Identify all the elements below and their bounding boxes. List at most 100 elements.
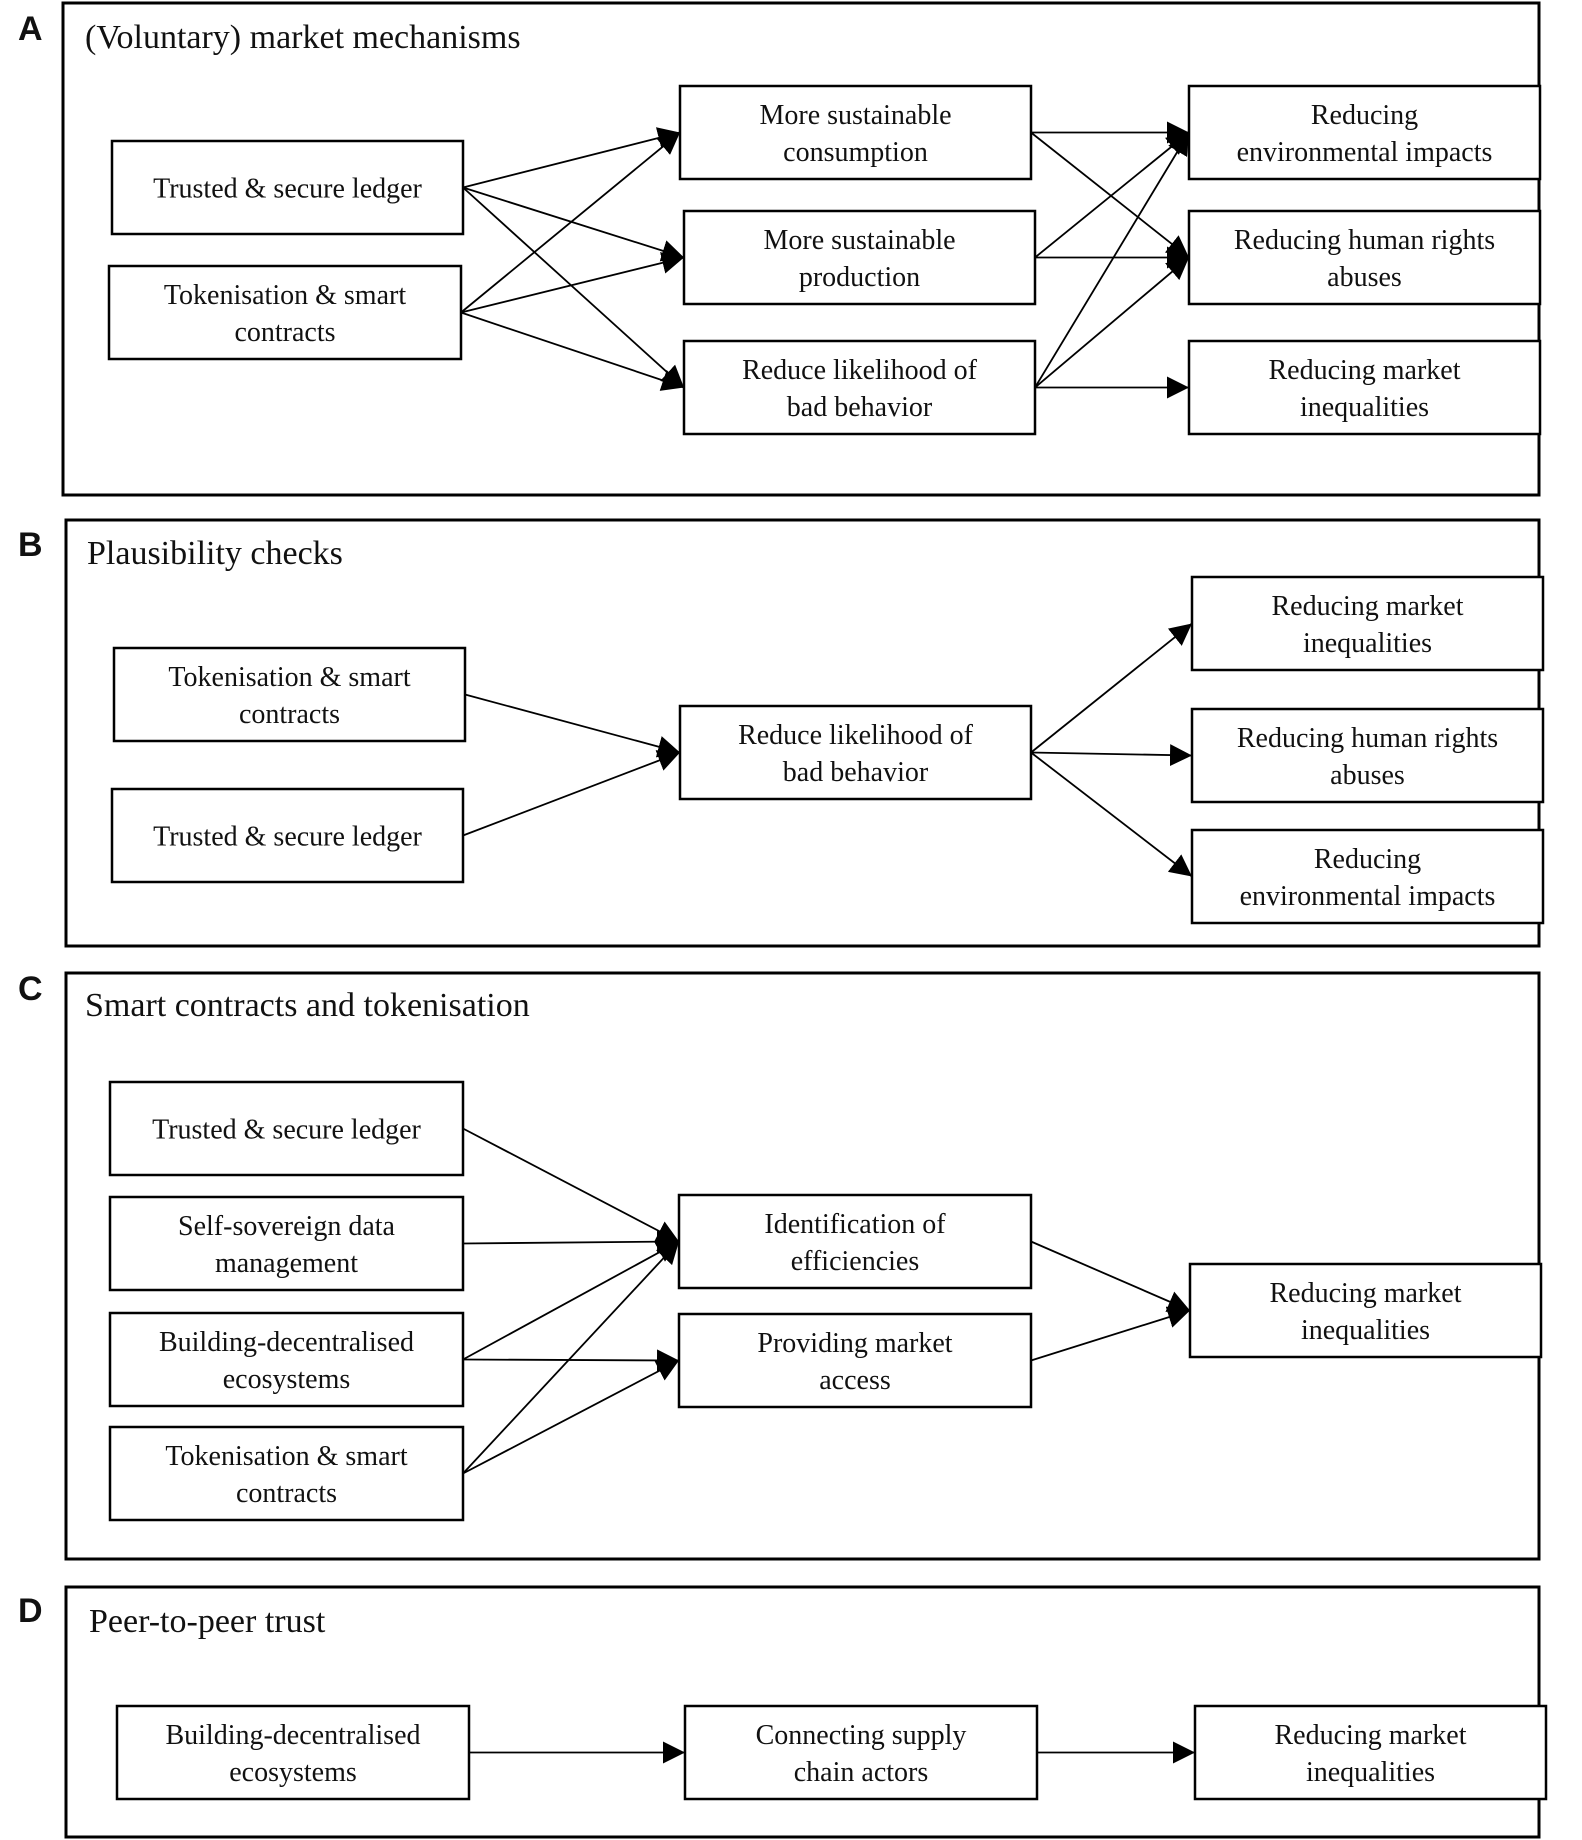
arrow-edge bbox=[462, 1240, 680, 1475]
node-label: Reducing human rights bbox=[1234, 225, 1495, 256]
node-label: consumption bbox=[783, 137, 928, 168]
panel-letter: A bbox=[18, 10, 43, 48]
node-frame bbox=[115, 1704, 471, 1801]
node-label: Self-sovereign data bbox=[178, 1211, 395, 1242]
node-frame bbox=[1190, 707, 1545, 804]
node-label: Trusted & secure ledger bbox=[153, 822, 422, 853]
node-frame bbox=[108, 1311, 465, 1408]
node-label: Reducing market bbox=[1269, 1278, 1461, 1309]
arrow-edge bbox=[462, 186, 685, 389]
node-box: Self-sovereign data management bbox=[108, 1195, 465, 1292]
node-label: bad behavior bbox=[787, 392, 933, 423]
arrow-edge bbox=[462, 1230, 680, 1253]
node-label: access bbox=[819, 1365, 891, 1396]
node-frame bbox=[682, 209, 1037, 306]
node-label: Reduce likelihood of bbox=[742, 355, 978, 386]
node-frame bbox=[110, 787, 465, 884]
arrow-edge bbox=[460, 311, 685, 391]
edges bbox=[462, 1127, 1191, 1475]
node-frame bbox=[108, 1080, 465, 1177]
arrow-edge bbox=[462, 750, 681, 837]
arrow-edge bbox=[464, 693, 681, 758]
node-frame bbox=[1187, 84, 1542, 181]
node-frame bbox=[682, 339, 1037, 436]
arrow-edge bbox=[1030, 1240, 1191, 1312]
node-label: Building-decentralised bbox=[165, 1720, 420, 1751]
node-label: Trusted & secure ledger bbox=[153, 174, 422, 205]
arrow-edge bbox=[1034, 131, 1190, 259]
node-box: Trusted & secure ledger bbox=[108, 1080, 465, 1177]
arrow-edge bbox=[1030, 744, 1193, 767]
panel-title: Peer-to-peer trust bbox=[89, 1603, 326, 1640]
node-box: Trusted & secure ledger bbox=[110, 139, 465, 236]
node-label: inequalities bbox=[1306, 1757, 1435, 1788]
arrow-edge bbox=[462, 1349, 680, 1372]
node-box: More sustainable consumption bbox=[678, 84, 1033, 181]
node-frame bbox=[678, 704, 1033, 801]
arrow-edge bbox=[1030, 751, 1193, 878]
node-label: Tokenisation & smart bbox=[168, 662, 410, 693]
node-frame bbox=[1190, 828, 1545, 925]
node-label: More sustainable bbox=[759, 100, 951, 131]
arrow-edge bbox=[1034, 132, 1190, 388]
node-box: Tokenisation & smart contracts bbox=[112, 646, 467, 743]
node-box: Identification of efficiencies bbox=[677, 1193, 1033, 1290]
node-label: environmental impacts bbox=[1240, 881, 1496, 912]
node-frame bbox=[108, 1195, 465, 1292]
node-box: Trusted & secure ledger bbox=[110, 787, 465, 884]
arrow-edge bbox=[1034, 256, 1190, 389]
node-label: Providing market bbox=[757, 1328, 952, 1359]
node-label: efficiencies bbox=[791, 1246, 920, 1277]
node-frame bbox=[107, 264, 463, 361]
node-label: Reduce likelihood of bbox=[738, 720, 974, 751]
node-box: Reducing market inequalities bbox=[1193, 1704, 1548, 1801]
panel-title: Plausibility checks bbox=[87, 535, 343, 572]
panel-letter: C bbox=[18, 970, 43, 1008]
node-label: Tokenisation & smart bbox=[165, 1441, 407, 1472]
node-label: Reducing human rights bbox=[1237, 723, 1498, 754]
node-label: Tokenisation & smart bbox=[164, 280, 406, 311]
node-label: inequalities bbox=[1301, 1315, 1430, 1346]
node-label: management bbox=[215, 1248, 358, 1279]
node-label: Reducing market bbox=[1274, 1720, 1466, 1751]
arrow-edge bbox=[460, 252, 685, 314]
edges bbox=[460, 121, 1190, 399]
arrow-edge bbox=[462, 127, 681, 189]
arrow-edge bbox=[1030, 1306, 1191, 1362]
node-label: Identification of bbox=[764, 1209, 946, 1240]
node-label: contracts bbox=[234, 317, 335, 348]
node-box: Reducing human rights abuses bbox=[1187, 209, 1542, 306]
node-frame bbox=[1187, 209, 1542, 306]
arrow-edge bbox=[462, 1127, 680, 1243]
node-frame bbox=[677, 1312, 1033, 1409]
node-label: contracts bbox=[236, 1478, 337, 1509]
node-label: contracts bbox=[239, 699, 340, 730]
node-label: More sustainable bbox=[763, 225, 955, 256]
panel-title: (Voluntary) market mechanisms bbox=[85, 19, 521, 56]
node-label: Reducing bbox=[1311, 100, 1418, 131]
arrow-edge bbox=[1030, 622, 1193, 754]
node-label: inequalities bbox=[1303, 628, 1432, 659]
panel-letter: D bbox=[18, 1592, 43, 1630]
node-label: abuses bbox=[1327, 262, 1402, 293]
node-frame bbox=[1190, 575, 1545, 672]
node-label: Reducing market bbox=[1268, 355, 1460, 386]
panel-letter: B bbox=[18, 526, 43, 564]
node-box: Reducing market inequalities bbox=[1188, 1262, 1543, 1359]
arrow-edge bbox=[462, 1240, 680, 1361]
node-frame bbox=[112, 646, 467, 743]
arrow-edge bbox=[462, 186, 685, 262]
node-frame bbox=[108, 1425, 465, 1522]
arrow-edge bbox=[460, 131, 681, 314]
node-label: Connecting supply bbox=[756, 1720, 967, 1751]
